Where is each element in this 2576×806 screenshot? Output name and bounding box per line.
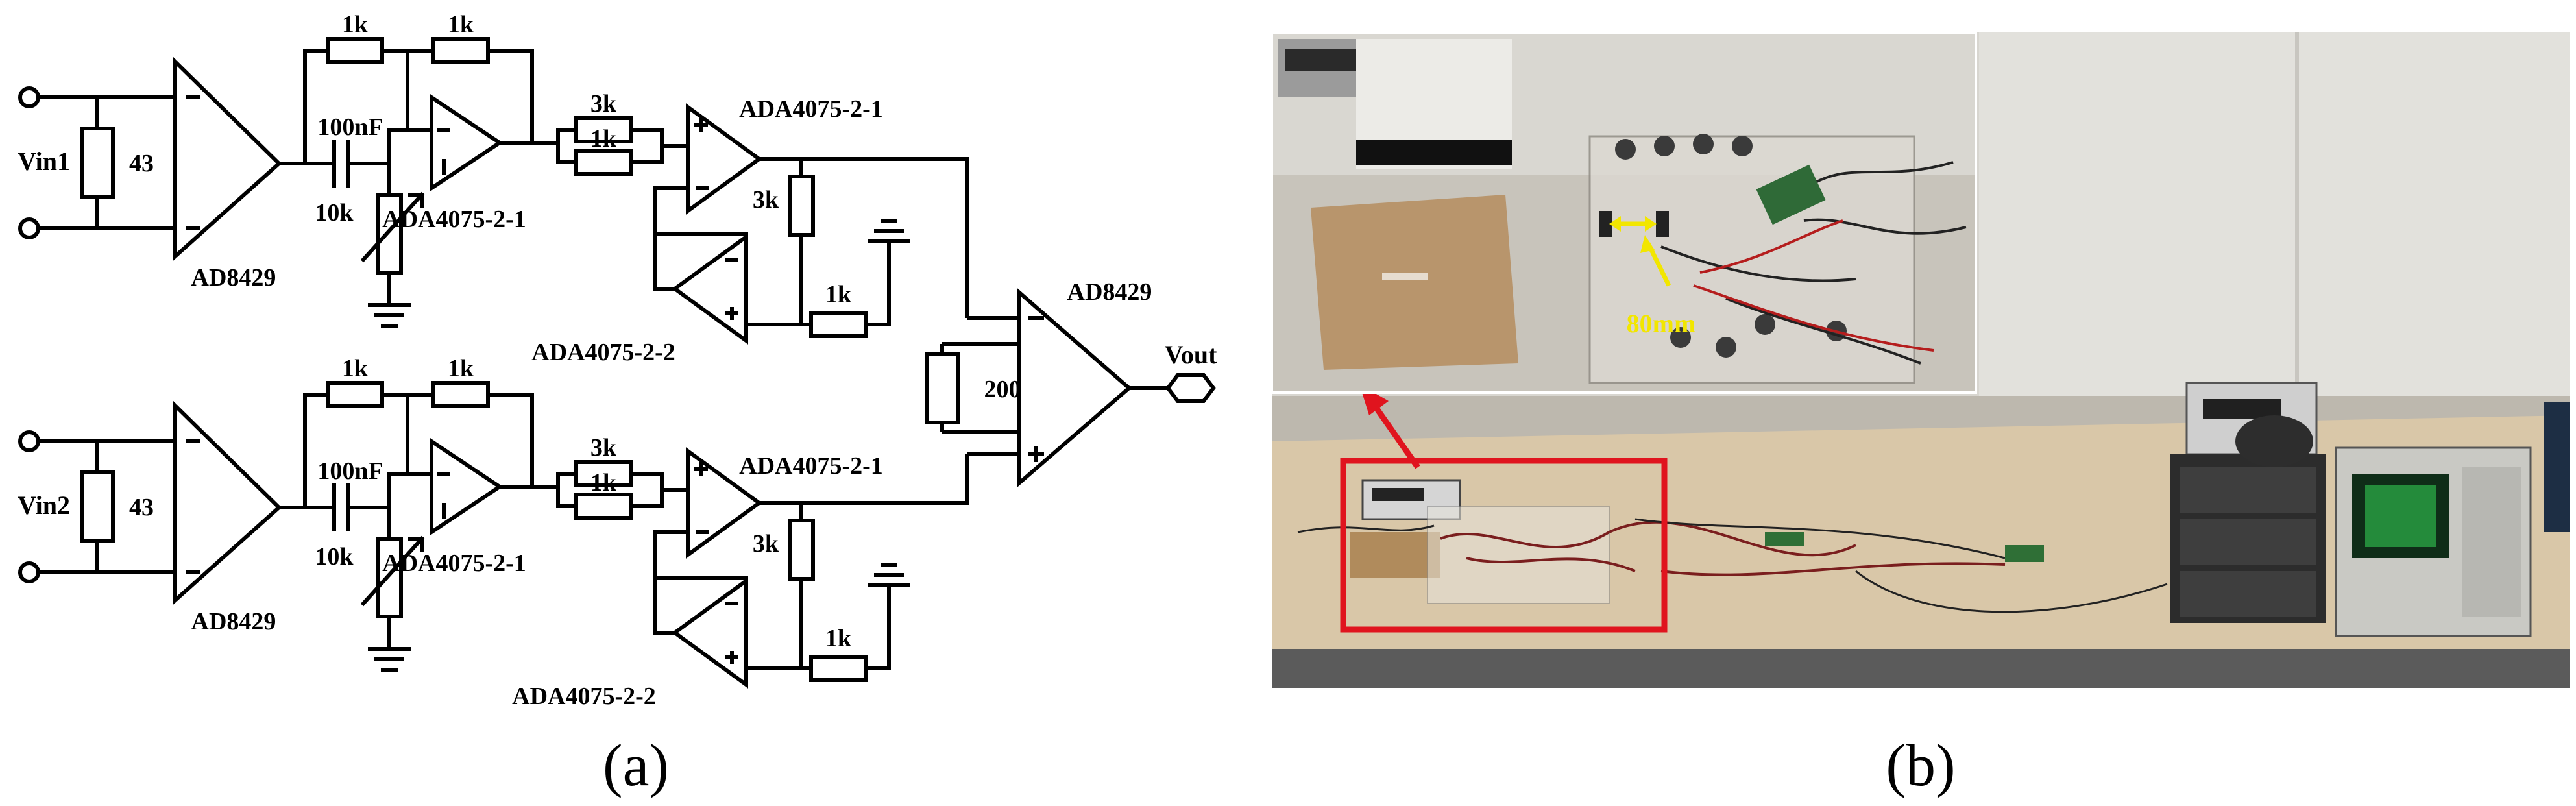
ground-r-2-label: 1k [825,625,852,652]
output-in-amp-label: AD8429 [1067,278,1152,306]
channel-2-circuit: Vin2 43 AD8429 1k 1k 100nF 10k ADA4075-2… [18,355,967,710]
vin1-label: Vin1 [18,147,70,176]
parallel-r-bottom-1-label: 1k [590,125,617,153]
opamp-2-1-label: ADA4075-2-1 [382,550,526,577]
parallel-r-top-1-label: 3k [590,90,617,117]
vout-terminal [1165,373,1216,403]
highlight-box [1340,458,1668,633]
divider-r-1-label: 3k [753,186,779,214]
vout-label: Vout [1165,340,1217,369]
opamp-2-3-label: ADA4075-2-2 [512,683,656,710]
feedback-r-left-2-label: 1k [342,355,369,382]
circuit-schematic-panel: Vin1 43 AD8429 1k 1k 100nF 10k ADA4075-2… [18,11,1217,798]
feedback-r-right-2-label: 1k [448,355,474,382]
channel-1-circuit: Vin1 43 AD8429 1k 1k 100nF 10k ADA4075-2… [18,11,967,366]
in-amp-2-label: AD8429 [191,608,276,635]
opamp-1-2-label: ADA4075-2-1 [739,95,883,123]
inset-dimension-label: 80mm [1627,309,1696,338]
opamp-1-1-label: ADA4075-2-1 [382,206,526,233]
opamp-1-3-label: ADA4075-2-2 [531,339,675,366]
parallel-r-top-2-label: 3k [590,434,617,461]
opamp-2-2-label: ADA4075-2-1 [739,452,883,480]
vin2-label: Vin2 [18,491,70,520]
potentiometer-1-label: 10k [315,199,354,226]
ground-r-1-label: 1k [825,281,852,308]
feedback-r-right-1-label: 1k [448,11,474,38]
panel-b-caption: (b) [1886,732,1955,798]
lab-setup-photo-panel: 80mm (b) [1272,31,2570,798]
gain-resistor [925,352,960,424]
panel-a-caption: (a) [603,732,669,798]
inset-photo: 80mm [1272,31,1977,394]
parallel-r-bottom-2-label: 1k [590,469,617,496]
in-amp-1-label: AD8429 [191,264,276,291]
gain-resistor-label: 200 [984,376,1021,403]
output-stage [925,159,1216,503]
input-resistor-2-label: 43 [129,494,154,521]
feedback-r-left-1-label: 1k [342,11,369,38]
capacitor-2-label: 100nF [317,458,383,485]
output-in-amp [1017,287,1132,488]
divider-r-2-label: 3k [753,530,779,557]
potentiometer-2-label: 10k [315,543,354,570]
capacitor-1-label: 100nF [317,114,383,141]
input-resistor-1-label: 43 [129,150,154,177]
